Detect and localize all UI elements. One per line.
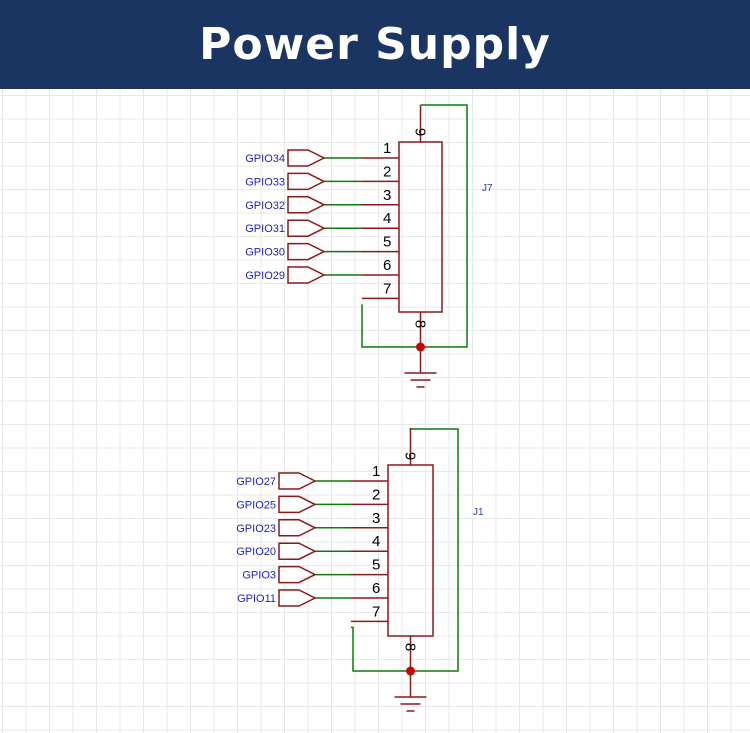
net-flag	[287, 172, 326, 191]
net-flag	[287, 242, 326, 261]
pin-number: 5	[372, 557, 380, 574]
reference-designator: J7	[482, 183, 493, 194]
pin-number: 7	[383, 280, 391, 297]
net-flag	[278, 565, 317, 584]
connector-body	[387, 464, 434, 637]
net-flag	[278, 519, 317, 537]
net-flag	[278, 472, 317, 490]
reference-designator: J1	[473, 507, 484, 518]
pin-number: 9	[402, 452, 419, 460]
net-label: GPIO23	[236, 523, 276, 535]
pin-number: 1	[383, 140, 391, 157]
pin-number: 5	[383, 234, 391, 251]
net-label: GPIO29	[245, 270, 285, 282]
net-flag	[287, 196, 326, 214]
pin-number: 1	[372, 463, 380, 480]
pin-number: 8	[412, 320, 429, 328]
net-flag	[287, 149, 326, 167]
pin-number: 4	[372, 533, 380, 550]
net-flag	[287, 266, 326, 284]
net-label: GPIO31	[245, 223, 285, 235]
ground-loop-wire	[361, 104, 468, 348]
pin-number: 3	[383, 187, 391, 204]
net-flag	[287, 219, 326, 237]
schematic-canvas	[0, 89, 750, 733]
net-label: GPIO33	[245, 176, 285, 188]
net-label: GPIO27	[236, 476, 276, 488]
connector-body	[398, 141, 443, 313]
header-banner: Power Supply	[0, 0, 750, 89]
net-flag	[278, 495, 317, 514]
net-flag	[278, 542, 317, 560]
net-flag	[278, 589, 317, 607]
pin-number: 6	[383, 257, 391, 274]
net-label: GPIO11	[237, 593, 276, 605]
net-label: GPIO32	[245, 200, 285, 212]
net-label: GPIO25	[236, 499, 276, 511]
net-label: GPIO34	[245, 153, 285, 165]
pin-number: 7	[372, 603, 380, 620]
page-title: Power Supply	[199, 19, 551, 70]
pin-number: 2	[372, 486, 380, 503]
pin-number: 8	[402, 643, 419, 651]
pin-number: 3	[372, 510, 380, 527]
pin-number: 4	[383, 210, 391, 227]
pin-number: 9	[412, 128, 429, 136]
net-label: GPIO20	[236, 546, 276, 558]
net-label: GPIO3	[242, 570, 276, 582]
net-label: GPIO30	[245, 247, 285, 259]
pin-number: 6	[372, 580, 380, 597]
pin-number: 2	[383, 163, 391, 180]
